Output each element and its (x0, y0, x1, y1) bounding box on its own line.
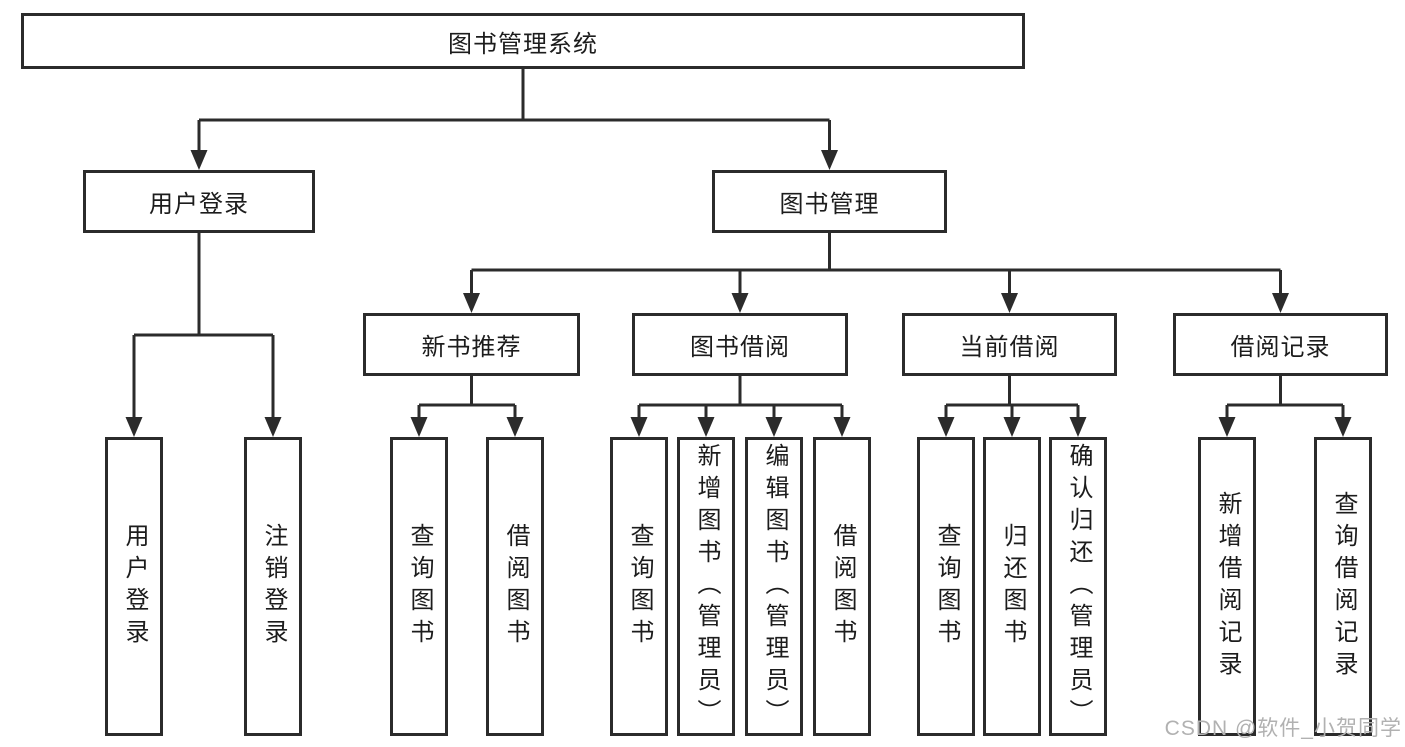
arrowhead-recommend-query (410, 417, 428, 437)
arrowhead-records-add (1218, 417, 1236, 437)
arrowhead-book-management-branch (821, 150, 838, 170)
arrowhead-borrow-query (630, 417, 648, 437)
node-book-management-label: 图书管理 (779, 191, 880, 218)
arrowhead-new-book-recommend (463, 293, 480, 313)
leaf-user-login: 用户登录 (105, 437, 163, 736)
arrowhead-borrow-borrow (833, 417, 851, 437)
leaf-recommend-borrow-books: 借阅图书 (486, 437, 544, 736)
node-user-login-label: 用户登录 (149, 191, 249, 218)
leaf-edit-book-admin: 编辑图书（管理员） (745, 437, 803, 736)
leaf-recommend-query-books: 查询图书 (390, 437, 448, 736)
node-new-book-recommend: 新书推荐 (363, 313, 580, 376)
connector-book-management (470, 233, 1282, 296)
node-borrow-records: 借阅记录 (1173, 313, 1388, 376)
arrowhead-borrow-records (1272, 293, 1289, 313)
node-book-borrow-label: 图书借阅 (690, 334, 790, 361)
connector-user-login (132, 233, 275, 420)
connector-book-borrow (637, 376, 844, 420)
arrowhead-user-login-branch (190, 150, 208, 170)
arrowhead-leaf-user-login (125, 417, 143, 437)
node-new-book-recommend-label: 新书推荐 (421, 334, 522, 361)
connector-new-book-recommend (417, 376, 517, 420)
connector-current-borrow (944, 376, 1080, 420)
connector-root (197, 68, 831, 152)
leaf-add-borrow-record: 新增借阅记录 (1198, 437, 1256, 736)
node-borrow-records-label: 借阅记录 (1230, 334, 1331, 361)
node-root-label: 图书管理系统 (448, 30, 598, 58)
leaf-add-book-admin: 新增图书（管理员） (677, 437, 735, 736)
connector-borrow-records (1225, 376, 1345, 420)
leaf-borrow-book: 借阅图书 (813, 437, 871, 736)
arrowhead-current-return (1003, 417, 1021, 437)
leaf-confirm-return-admin: 确认归还（管理员） (1049, 437, 1107, 736)
leaf-current-query-books: 查询图书 (917, 437, 975, 736)
arrowhead-current-query (937, 417, 955, 437)
arrowhead-recommend-borrow (506, 417, 524, 437)
node-user-login: 用户登录 (83, 170, 315, 233)
node-book-borrow: 图书借阅 (632, 313, 848, 376)
arrowhead-current-confirm (1069, 417, 1087, 437)
arrowhead-borrow-edit (765, 417, 783, 437)
node-current-borrow: 当前借阅 (902, 313, 1117, 376)
node-root: 图书管理系统 (21, 13, 1025, 69)
node-book-management: 图书管理 (712, 170, 947, 233)
watermark: CSDN @软件_小贺同学 (1164, 717, 1402, 740)
leaf-return-book: 归还图书 (983, 437, 1041, 736)
arrowhead-records-query (1334, 417, 1352, 437)
arrowhead-current-borrow (1001, 293, 1018, 313)
leaf-query-borrow-record: 查询借阅记录 (1314, 437, 1372, 736)
leaf-borrow-query-books: 查询图书 (610, 437, 668, 736)
arrowhead-borrow-add (697, 417, 715, 437)
arrowhead-book-borrow (731, 293, 749, 313)
arrowhead-leaf-logout (264, 417, 282, 437)
node-current-borrow-label: 当前借阅 (959, 334, 1060, 361)
leaf-logout: 注销登录 (244, 437, 302, 736)
